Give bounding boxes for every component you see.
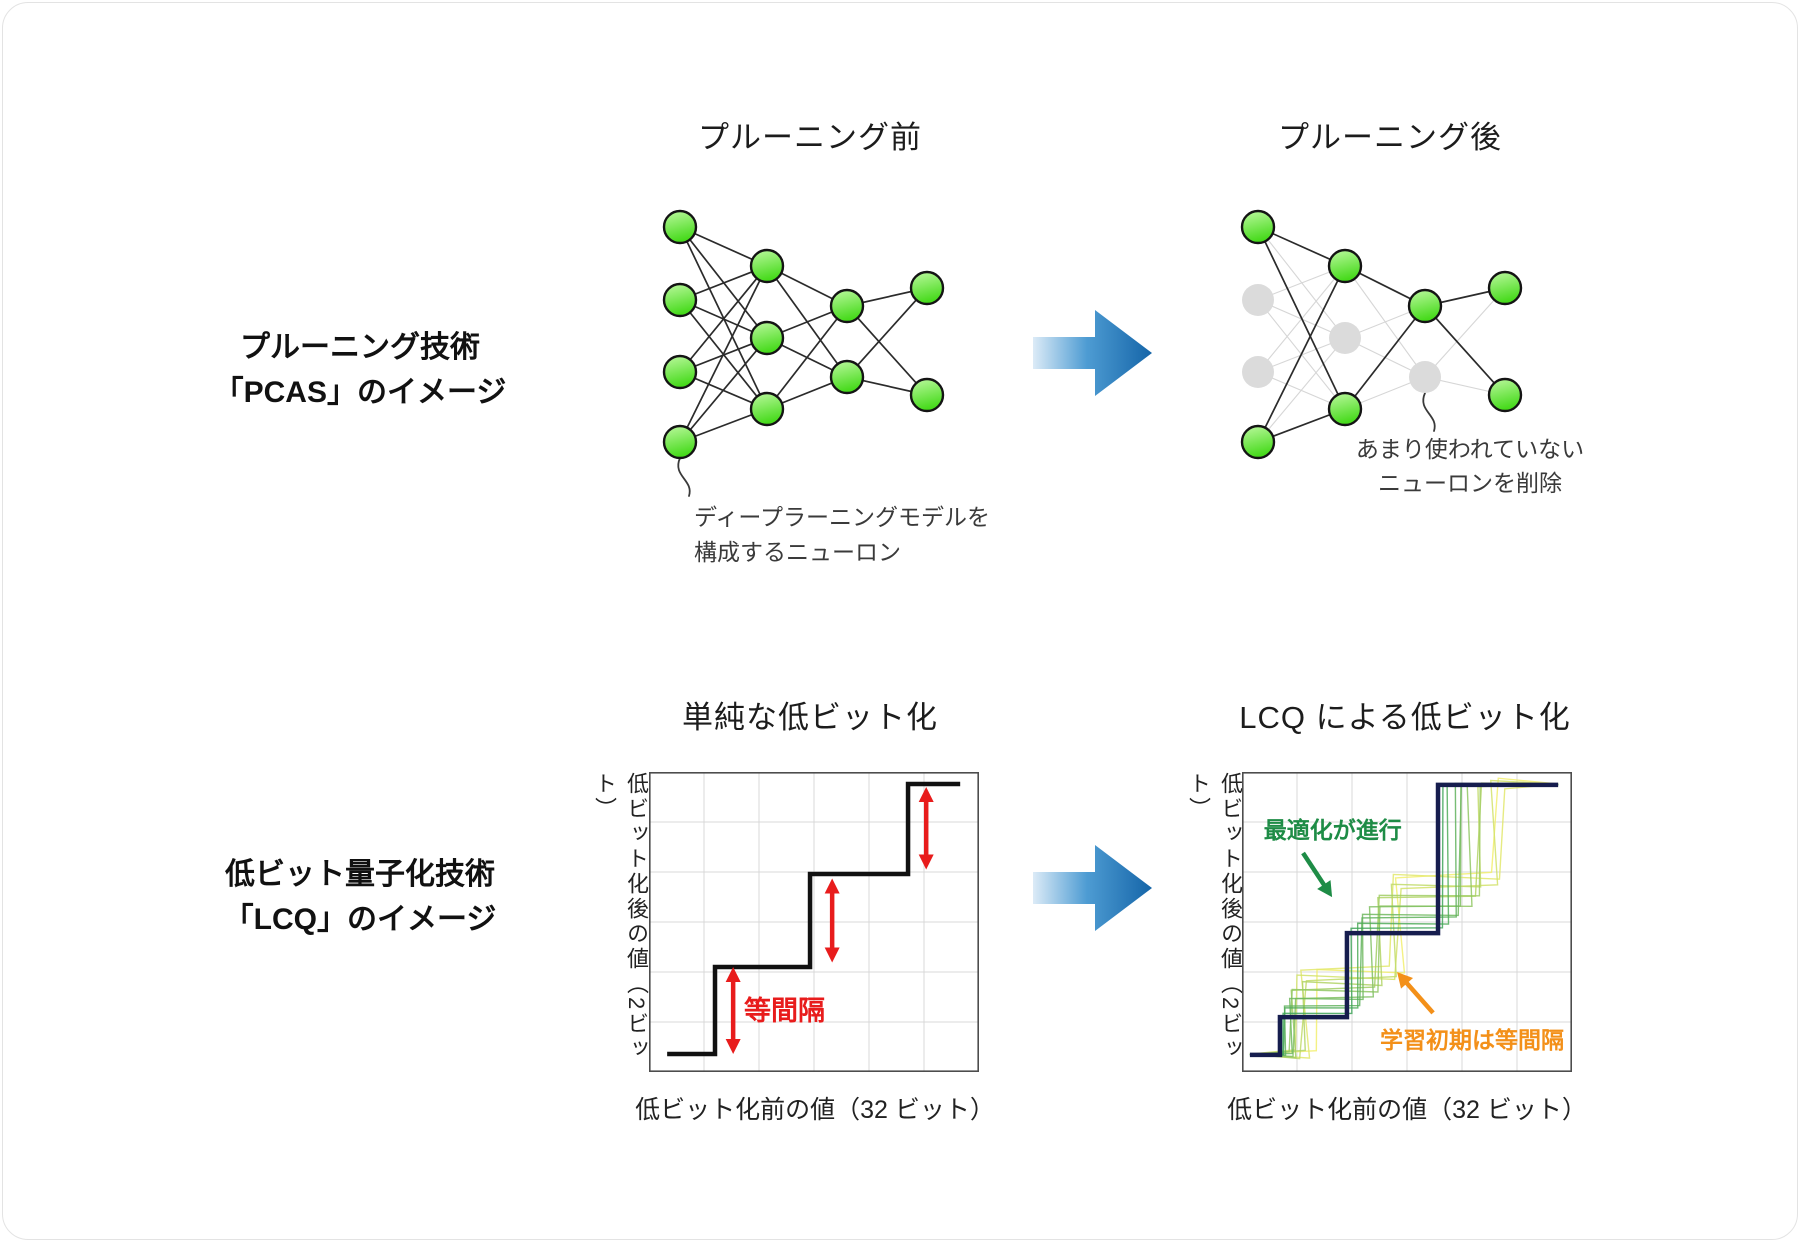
transform-arrow-icon xyxy=(1033,845,1152,931)
neuron-caption: ディープラーニングモデルを 構成するニューロン xyxy=(694,500,1024,570)
active-connection-line xyxy=(679,265,768,373)
pruning-label-line2: 「PCAS」のイメージ xyxy=(213,376,507,409)
pruning-label-line1: プルーニング技術 xyxy=(240,331,480,364)
neural-network-before-diagram xyxy=(662,209,945,497)
active-neuron-node xyxy=(1487,270,1523,306)
active-neuron-node xyxy=(662,354,698,390)
uniform-quantization-chart: 等間隔 xyxy=(649,772,979,1072)
pruned-connection-line xyxy=(1424,287,1506,378)
lcq-optimized-step-line xyxy=(1249,782,1559,1058)
active-neuron-node xyxy=(749,248,785,284)
lcq-quantization-title: LCQ による低ビット化 xyxy=(1239,700,1571,735)
active-connection-line xyxy=(1344,305,1426,410)
pruned-neuron-node xyxy=(1242,284,1274,316)
equal-interval-label: 等間隔 xyxy=(744,995,825,1026)
active-neuron-node xyxy=(1327,248,1363,284)
after-pruning-title: プルーニング後 xyxy=(1278,120,1502,155)
active-connection-line xyxy=(1424,305,1506,396)
active-neuron-node xyxy=(749,320,785,356)
arrow-head-icon xyxy=(1317,880,1333,898)
transform-arrow-icon xyxy=(1033,310,1152,396)
arrow-head-icon xyxy=(918,787,934,802)
before-pruning-title: プルーニング前 xyxy=(698,120,922,155)
arrow-head-icon xyxy=(918,854,934,870)
right-chart-x-axis-label: 低ビット化前の値（32 ビット） xyxy=(1227,1096,1587,1124)
plot-border xyxy=(1242,772,1572,1072)
arrow-head-icon xyxy=(824,878,840,894)
training-trace-line xyxy=(1249,783,1559,1059)
active-neuron-node xyxy=(909,270,945,306)
simple-quantization-title: 単純な低ビット化 xyxy=(682,700,938,735)
active-neuron-node xyxy=(749,391,785,427)
right-arrow-shape xyxy=(1033,845,1152,931)
arrow-head-icon xyxy=(725,967,741,982)
active-neuron-node xyxy=(1327,391,1363,427)
quantization-section-label: 低ビット量子化技術 「LCQ」のイメージ xyxy=(140,852,580,942)
training-trace-line xyxy=(1249,777,1559,1055)
quantization-label-line1: 低ビット量子化技術 xyxy=(225,858,495,891)
left-chart-y-axis-label: 低ビット化後の値（2ビット） xyxy=(592,772,649,1063)
right-chart-y-axis-label: 低ビット化後の値（2ビット） xyxy=(1186,772,1243,1063)
pruned-neuron-node xyxy=(1329,322,1361,354)
pruned-neuron-node xyxy=(1409,361,1441,393)
pruned-neuron-node xyxy=(1242,356,1274,388)
training-trace-line xyxy=(1249,783,1559,1060)
pruned-caption-line1: あまり使われていない xyxy=(1355,436,1585,462)
active-connection-line xyxy=(679,265,768,443)
quantization-label-line2: 「LCQ」のイメージ xyxy=(223,903,497,936)
active-neuron-node xyxy=(1487,377,1523,413)
pruning-section-label: プルーニング技術 「PCAS」のイメージ xyxy=(140,325,580,415)
training-trace-line xyxy=(1249,783,1559,1056)
active-neuron-node xyxy=(1240,424,1276,460)
training-trace-line xyxy=(1249,783,1559,1059)
active-neuron-node xyxy=(662,282,698,318)
pruned-neuron-caption: あまり使われていない ニューロンを削除 xyxy=(1350,432,1590,500)
active-neuron-node xyxy=(829,288,865,324)
training-trace-line xyxy=(1249,782,1559,1056)
active-neuron-node xyxy=(662,209,698,245)
active-connection-line xyxy=(1257,265,1346,443)
caption-pointer-line xyxy=(677,457,691,497)
training-trace-line xyxy=(1249,783,1559,1056)
active-neuron-node xyxy=(829,359,865,395)
active-connection-line xyxy=(846,287,928,378)
active-neuron-node xyxy=(1407,288,1443,324)
active-neuron-node xyxy=(1240,209,1276,245)
pruned-caption-line2: ニューロンを削除 xyxy=(1378,470,1562,496)
active-connection-line xyxy=(766,305,848,410)
neural-network-after-diagram xyxy=(1240,209,1523,460)
initial-equal-interval-label: 学習初期は等間隔 xyxy=(1380,1027,1564,1053)
active-neuron-node xyxy=(662,424,698,460)
arrow-head-icon xyxy=(1397,972,1414,989)
active-connection-line xyxy=(679,337,768,443)
training-trace-line xyxy=(1249,783,1559,1056)
optimization-progress-label: 最適化が進行 xyxy=(1264,817,1402,843)
caption-pointer-line xyxy=(1422,392,1436,432)
uniform-step-line xyxy=(667,781,961,1057)
neuron-caption-line2: 構成するニューロン xyxy=(694,539,901,565)
active-neuron-node xyxy=(909,377,945,413)
right-arrow-shape xyxy=(1033,310,1152,396)
active-connection-line xyxy=(846,305,928,396)
arrow-head-icon xyxy=(725,1039,741,1054)
plot-border xyxy=(649,772,979,1072)
pruned-connection-line xyxy=(1257,337,1346,443)
neuron-caption-line1: ディープラーニングモデルを xyxy=(694,504,991,530)
active-connection-line xyxy=(1257,226,1346,410)
left-chart-x-axis-label: 低ビット化前の値（32 ビット） xyxy=(635,1096,995,1124)
arrow-head-icon xyxy=(824,947,840,963)
